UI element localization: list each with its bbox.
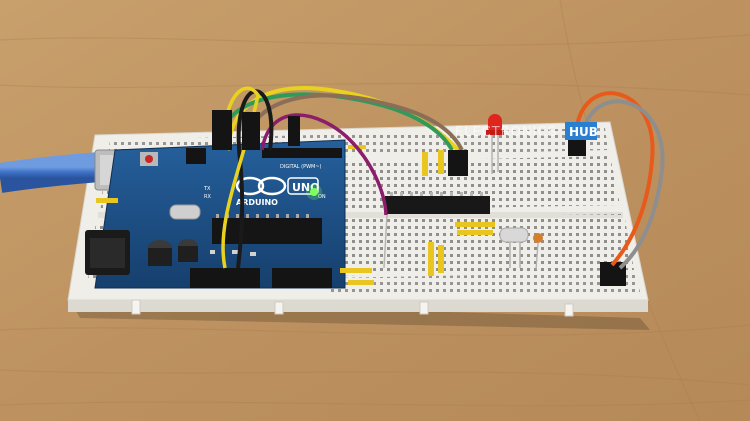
power-header-bottom bbox=[272, 268, 332, 288]
watermark-badge bbox=[565, 122, 597, 140]
breadboard-bottom-rail bbox=[330, 272, 640, 296]
breadboard-atmega-chip bbox=[385, 196, 490, 214]
red-led bbox=[486, 114, 504, 174]
on-label: ON bbox=[318, 194, 326, 200]
watermark-text: ELECTRONICS bbox=[455, 125, 557, 140]
power-jack-face bbox=[90, 238, 125, 268]
wire-brown bbox=[243, 93, 464, 151]
digital-header-label: DIGITAL (PWM~) bbox=[280, 164, 322, 170]
wire-purple bbox=[260, 113, 388, 216]
capacitor-leg bbox=[535, 242, 539, 271]
breadboard-center-channel bbox=[98, 212, 623, 218]
crystal-oscillator bbox=[169, 204, 201, 220]
smd-components bbox=[210, 250, 256, 256]
wire-orange bbox=[573, 91, 655, 267]
reset-button-cap bbox=[145, 155, 153, 163]
ceramic-capacitor bbox=[533, 233, 543, 243]
rx-label: RX bbox=[204, 194, 211, 200]
atmega-chip bbox=[212, 218, 322, 244]
tx-label: TX bbox=[203, 186, 211, 192]
usb-cable bbox=[0, 152, 102, 193]
yellow-jumpers bbox=[96, 145, 495, 285]
wire-gray bbox=[581, 99, 665, 270]
icsp-header bbox=[186, 148, 206, 164]
breadboard-feet bbox=[131, 299, 574, 317]
watermark-badge-text: HUB bbox=[569, 125, 598, 139]
component-lead bbox=[383, 214, 388, 269]
breadboard-front-edge bbox=[68, 300, 648, 312]
capacitors bbox=[148, 239, 198, 266]
digital-header-top bbox=[262, 148, 342, 158]
power-led bbox=[310, 188, 318, 196]
uno-badge bbox=[287, 177, 319, 195]
analog-header-bottom bbox=[190, 268, 260, 288]
arduino-logo bbox=[235, 176, 287, 196]
power-led-glow bbox=[306, 184, 322, 200]
arduino-brand-text: ARDUINO bbox=[236, 198, 278, 207]
breadboard-chip-pins bbox=[390, 192, 483, 196]
wire-black bbox=[236, 89, 274, 269]
breadboard-crystal bbox=[499, 227, 529, 243]
